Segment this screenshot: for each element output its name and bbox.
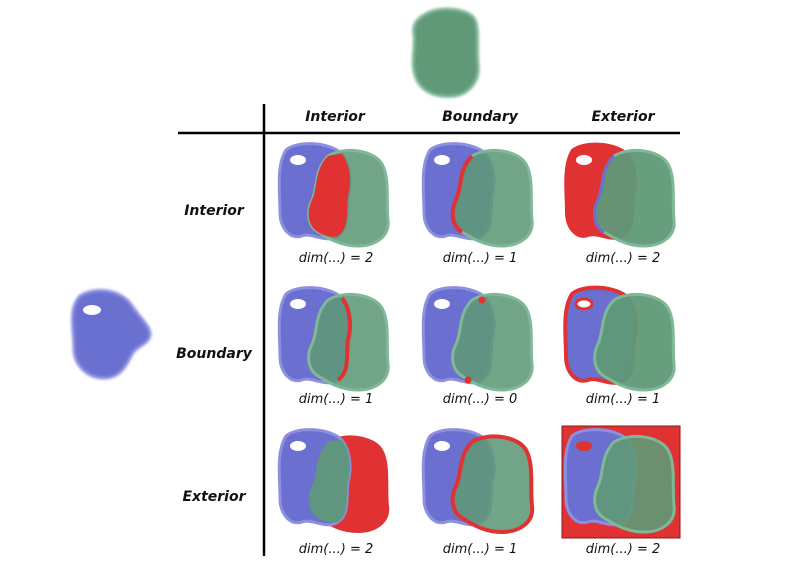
cell-interior-boundary — [421, 142, 534, 248]
cell-interior-exterior — [564, 142, 676, 248]
row-header-boundary: Boundary — [176, 346, 253, 362]
column-header-boundary: Boundary — [442, 109, 519, 125]
cell-label-2-2: dim(...) = 0 — [443, 392, 518, 407]
row-header-exterior: Exterior — [182, 489, 246, 505]
cell-exterior-boundary — [421, 428, 535, 534]
cell-boundary-boundary — [421, 286, 534, 392]
column-header-exterior: Exterior — [591, 109, 655, 125]
cell-label-3-2: dim(...) = 1 — [443, 542, 518, 557]
standalone-shape-a — [71, 289, 152, 380]
cell-label-2-3: dim(...) = 1 — [586, 392, 661, 407]
row-header-interior: Interior — [184, 203, 245, 219]
cell-label-3-3: dim(...) = 2 — [586, 542, 661, 557]
cell-label-3-1: dim(...) = 2 — [299, 542, 374, 557]
cell-label-1-3: dim(...) = 2 — [586, 251, 661, 266]
cell-label-1-2: dim(...) = 1 — [443, 251, 518, 266]
cell-label-2-1: dim(...) = 1 — [299, 392, 374, 407]
cell-boundary-interior — [277, 286, 390, 392]
cell-exterior-exterior — [561, 425, 681, 539]
cell-label-1-1: dim(...) = 2 — [299, 251, 374, 266]
cell-interior-interior — [277, 142, 390, 248]
standalone-shape-b — [411, 7, 480, 98]
cell-boundary-exterior — [563, 285, 676, 392]
cell-exterior-interior — [277, 428, 390, 533]
column-header-interior: Interior — [305, 109, 366, 125]
